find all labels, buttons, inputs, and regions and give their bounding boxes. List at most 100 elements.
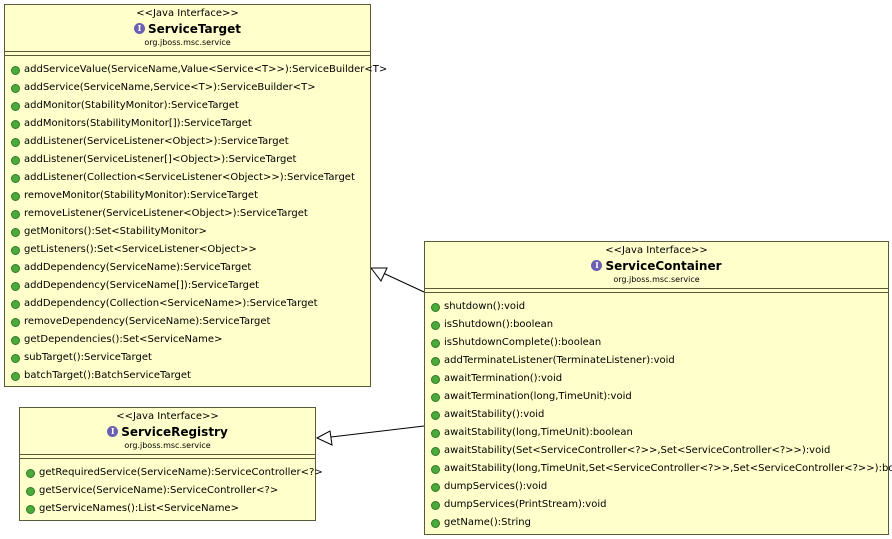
stereotype-label: <<Java Interface>> xyxy=(605,245,708,256)
operation-row[interactable]: awaitStability(long,TimeUnit,Set<Service… xyxy=(425,460,892,478)
public-method-icon xyxy=(431,392,440,402)
operation-row[interactable]: removeDependency(ServiceName):ServiceTar… xyxy=(5,313,370,331)
operation-signature: addServiceValue(ServiceName,Value<Servic… xyxy=(24,64,388,75)
operation-signature: addTerminateListener(TerminateListener):… xyxy=(444,355,675,366)
public-method-icon xyxy=(11,335,20,345)
operation-signature: batchTarget():BatchServiceTarget xyxy=(24,370,191,381)
operation-row[interactable]: getMonitors():Set<StabilityMonitor> xyxy=(5,223,370,241)
operation-row[interactable]: awaitTermination(long,TimeUnit):void xyxy=(425,388,888,406)
public-method-icon xyxy=(11,371,20,381)
operation-signature: awaitTermination(long,TimeUnit):void xyxy=(444,391,632,402)
public-method-icon xyxy=(11,227,20,237)
service-target-class[interactable]: <<Java Interface>> I ServiceTarget org.j… xyxy=(4,4,387,387)
stereotype-label: <<Java Interface>> xyxy=(116,411,219,422)
public-method-icon xyxy=(26,468,35,478)
class-name: ServiceContainer xyxy=(605,258,722,273)
service-container-class[interactable]: <<Java Interface>> I ServiceContainer or… xyxy=(424,241,892,535)
operation-row[interactable]: removeMonitor(StabilityMonitor):ServiceT… xyxy=(5,187,370,205)
relation-container-to-registry xyxy=(330,425,425,438)
public-method-icon xyxy=(431,338,440,348)
operation-signature: addListener(ServiceListener[]<Object>):S… xyxy=(24,154,297,165)
operation-row[interactable]: isShutdown():boolean xyxy=(425,316,888,334)
operation-row[interactable]: batchTarget():BatchServiceTarget xyxy=(5,367,370,385)
operation-row[interactable]: awaitStability(long,TimeUnit):boolean xyxy=(425,424,888,442)
compartment-divider xyxy=(425,292,888,296)
operation-signature: addListener(ServiceListener<Object>):Ser… xyxy=(24,136,289,147)
operation-signature: getDependencies():Set<ServiceName> xyxy=(24,334,223,345)
compartment-divider xyxy=(20,454,315,458)
operation-signature: removeDependency(ServiceName):ServiceTar… xyxy=(24,316,271,327)
operation-row[interactable]: getRequiredService(ServiceName):ServiceC… xyxy=(20,464,323,482)
public-method-icon xyxy=(26,504,35,514)
operation-row[interactable]: getName():String xyxy=(425,514,888,532)
operation-row[interactable]: awaitStability():void xyxy=(425,406,888,424)
operation-row[interactable]: addDependency(ServiceName[]):ServiceTarg… xyxy=(5,277,370,295)
operation-row[interactable]: dumpServices(PrintStream):void xyxy=(425,496,888,514)
public-method-icon xyxy=(11,137,20,147)
operation-signature: awaitStability(Set<ServiceController<?>>… xyxy=(444,445,831,456)
operation-row[interactable]: getListeners():Set<ServiceListener<Objec… xyxy=(5,241,370,259)
operation-row[interactable]: dumpServices():void xyxy=(425,478,888,496)
operation-row[interactable]: addMonitor(StabilityMonitor):ServiceTarg… xyxy=(5,97,370,115)
class-name: ServiceTarget xyxy=(147,21,241,36)
public-method-icon xyxy=(431,500,440,510)
public-method-icon xyxy=(11,191,20,201)
public-method-icon xyxy=(11,263,20,273)
operation-signature: awaitStability(long,TimeUnit,Set<Service… xyxy=(444,463,892,474)
operation-row[interactable]: getDependencies():Set<ServiceName> xyxy=(5,331,370,349)
operation-signature: addDependency(ServiceName):ServiceTarget xyxy=(24,262,252,273)
operation-signature: addListener(Collection<ServiceListener<O… xyxy=(24,172,355,183)
public-method-icon xyxy=(431,446,440,456)
operation-row[interactable]: isShutdownComplete():boolean xyxy=(425,334,888,352)
package-label: org.jboss.msc.service xyxy=(124,441,211,450)
public-method-icon xyxy=(11,101,20,111)
operation-signature: awaitTermination():void xyxy=(444,373,563,384)
operation-row[interactable]: awaitTermination():void xyxy=(425,370,888,388)
compartment-divider xyxy=(425,288,888,292)
operations-list: shutdown():void isShutdown():boolean isS… xyxy=(425,296,892,532)
compartment-divider xyxy=(5,51,370,55)
public-method-icon xyxy=(431,518,440,528)
operation-signature: subTarget():ServiceTarget xyxy=(24,352,152,363)
class-header: <<Java Interface>> I ServiceRegistry org… xyxy=(20,408,315,451)
compartment-divider xyxy=(20,458,315,462)
stereotype-label: <<Java Interface>> xyxy=(136,8,239,19)
operation-row[interactable]: getServiceNames():List<ServiceName> xyxy=(20,500,315,518)
operation-row[interactable]: addListener(ServiceListener<Object>):Ser… xyxy=(5,133,370,151)
operation-signature: addDependency(Collection<ServiceName>):S… xyxy=(24,298,318,309)
public-method-icon xyxy=(431,320,440,330)
operation-row[interactable]: addDependency(ServiceName):ServiceTarget xyxy=(5,259,370,277)
operation-row[interactable]: addDependency(Collection<ServiceName>):S… xyxy=(5,295,370,313)
operation-row[interactable]: removeListener(ServiceListener<Object>):… xyxy=(5,205,370,223)
operation-signature: isShutdown():boolean xyxy=(444,319,554,330)
operation-signature: getName():String xyxy=(444,517,531,528)
class-header: <<Java Interface>> I ServiceContainer or… xyxy=(425,242,888,285)
operation-signature: addService(ServiceName,Service<T>):Servi… xyxy=(24,82,316,93)
operation-row[interactable]: addService(ServiceName,Service<T>):Servi… xyxy=(5,79,370,97)
operation-row[interactable]: addMonitors(StabilityMonitor[]):ServiceT… xyxy=(5,115,370,133)
operation-signature: isShutdownComplete():boolean xyxy=(444,337,602,348)
service-registry-class[interactable]: <<Java Interface>> I ServiceRegistry org… xyxy=(19,407,323,521)
public-method-icon xyxy=(11,245,20,255)
operation-row[interactable]: shutdown():void xyxy=(425,298,888,316)
operation-row[interactable]: addListener(ServiceListener[]<Object>):S… xyxy=(5,151,370,169)
operation-row[interactable]: subTarget():ServiceTarget xyxy=(5,349,370,367)
public-method-icon xyxy=(11,173,20,183)
public-method-icon xyxy=(11,155,20,165)
public-method-icon xyxy=(431,356,440,366)
operation-row[interactable]: getService(ServiceName):ServiceControlle… xyxy=(20,482,315,500)
public-method-icon xyxy=(11,83,20,93)
operation-signature: dumpServices(PrintStream):void xyxy=(444,499,607,510)
operation-signature: removeListener(ServiceListener<Object>):… xyxy=(24,208,308,219)
operation-signature: getServiceNames():List<ServiceName> xyxy=(39,503,239,514)
public-method-icon xyxy=(26,486,35,496)
operation-signature: getListeners():Set<ServiceListener<Objec… xyxy=(24,244,257,255)
public-method-icon xyxy=(11,299,20,309)
operation-row[interactable]: addServiceValue(ServiceName,Value<Servic… xyxy=(5,61,387,79)
operation-row[interactable]: addListener(Collection<ServiceListener<O… xyxy=(5,169,370,187)
package-label: org.jboss.msc.service xyxy=(144,38,231,47)
compartment-divider xyxy=(5,55,370,59)
operation-signature: addMonitors(StabilityMonitor[]):ServiceT… xyxy=(24,118,252,129)
operation-row[interactable]: addTerminateListener(TerminateListener):… xyxy=(425,352,888,370)
operation-row[interactable]: awaitStability(Set<ServiceController<?>>… xyxy=(425,442,888,460)
